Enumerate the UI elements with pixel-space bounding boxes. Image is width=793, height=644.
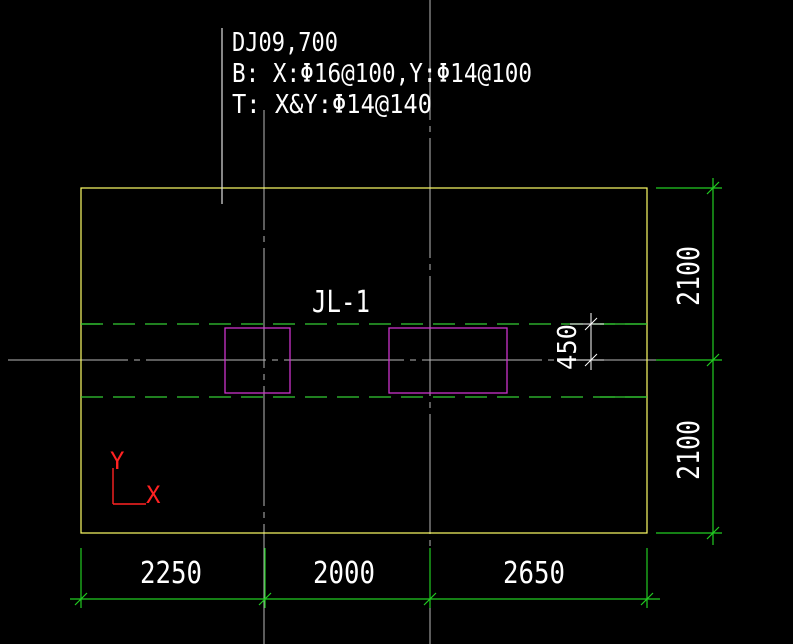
beam-offset-tick-bottom bbox=[584, 353, 598, 367]
beam-label[interactable]: JL-1 bbox=[312, 285, 370, 320]
right-tick-1 bbox=[706, 181, 720, 195]
ucs-axis-icon bbox=[112, 468, 146, 505]
bottom-dimension-texts: 2250 2000 2650 bbox=[140, 556, 565, 591]
right-dimension-texts: 2100 2100 bbox=[672, 246, 707, 480]
right-dimension-chain[interactable] bbox=[656, 178, 722, 545]
footing-outline[interactable] bbox=[80, 187, 648, 534]
right-dim-text-2: 2100 bbox=[672, 420, 707, 480]
annotation-line-top-rebar: T: X&Y:Φ14@140 bbox=[232, 90, 432, 120]
axis-lines bbox=[8, 0, 660, 644]
bottom-dim-text-2: 2000 bbox=[313, 556, 375, 591]
right-tick-2 bbox=[706, 353, 720, 367]
ucs-y-label: Y bbox=[110, 447, 125, 475]
column-right[interactable] bbox=[388, 327, 508, 394]
bottom-tick-2 bbox=[258, 592, 272, 606]
bottom-dimension-chain[interactable] bbox=[70, 548, 660, 608]
bottom-tick-1 bbox=[74, 592, 88, 606]
annotation-line-bottom-rebar: B: X:Φ16@100,Y:Φ14@100 bbox=[232, 59, 532, 89]
footing-annotation[interactable]: DJ09,700 B: X:Φ16@100,Y:Φ14@100 T: X&Y:Φ… bbox=[232, 28, 532, 120]
bottom-dim-text-1: 2250 bbox=[140, 556, 202, 591]
right-tick-3 bbox=[706, 526, 720, 540]
bottom-dim-text-3: 2650 bbox=[503, 556, 565, 591]
beam-offset-tick-top bbox=[584, 317, 598, 331]
beam-offset-text: 450 bbox=[553, 324, 583, 370]
beam-offset-dimension[interactable] bbox=[570, 313, 604, 370]
bottom-tick-3 bbox=[423, 592, 437, 606]
annotation-line-footing-id: DJ09,700 bbox=[232, 28, 338, 58]
column-left[interactable] bbox=[224, 327, 291, 394]
right-dim-text-1: 2100 bbox=[672, 246, 707, 306]
ucs-x-label: X bbox=[146, 481, 161, 509]
bottom-tick-4 bbox=[640, 592, 654, 606]
